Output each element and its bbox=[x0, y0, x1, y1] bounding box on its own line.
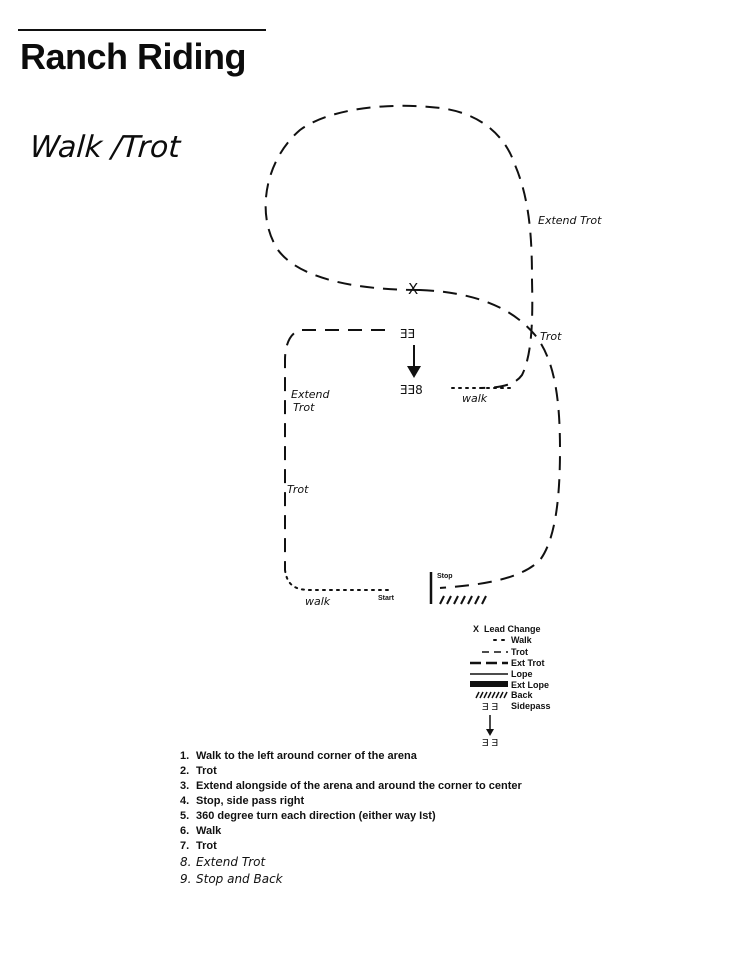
bottom-walk-path bbox=[284, 569, 393, 591]
step-item: 6.Walk bbox=[180, 825, 222, 837]
left-loop-path bbox=[284, 329, 385, 570]
step-item: 5.360 degree turn each direction (either… bbox=[180, 810, 436, 822]
page-title: Ranch Riding bbox=[20, 36, 247, 77]
pattern-steps-list: 1.Walk to the left around corner of the … bbox=[180, 750, 522, 889]
legend-sidepass-arrowhead bbox=[486, 729, 494, 736]
label-walk-center: walk bbox=[462, 392, 488, 405]
legend-label-ext-trot: Ext Trot bbox=[511, 658, 545, 668]
step-item-handwritten: 8.Extend Trot bbox=[180, 855, 266, 869]
label-trot-right: Trot bbox=[540, 330, 562, 343]
lead-change-mark: X bbox=[408, 280, 418, 298]
lower-right-path bbox=[419, 289, 562, 589]
step-item: 4.Stop, side pass right bbox=[180, 795, 305, 807]
svg-text:ƎƎ: ƎƎ bbox=[400, 327, 415, 341]
step-item-handwritten: 9.Stop and Back bbox=[180, 872, 283, 886]
legend: X Lead Change Walk Trot Ext Trot Lope Ex… bbox=[470, 624, 551, 749]
legend-label-lead-change: Lead Change bbox=[484, 624, 541, 634]
legend-ext-lope-symbol bbox=[470, 681, 508, 687]
upper-loop-path bbox=[264, 104, 534, 389]
sidepass-marks-bottom: ƎƎ8 bbox=[400, 383, 423, 397]
legend-sidepass-symbol-bottom: Ǝ Ǝ bbox=[482, 738, 498, 749]
legend-label-lope: Lope bbox=[511, 669, 533, 679]
svg-text:ƎƎ8: ƎƎ8 bbox=[400, 383, 423, 397]
sidepass-marks-top: ƎƎ bbox=[400, 327, 415, 341]
label-extend-left: Extend bbox=[291, 388, 331, 401]
step-item: 1.Walk to the left around corner of the … bbox=[180, 750, 417, 762]
legend-label-trot: Trot bbox=[511, 647, 528, 657]
legend-back-symbol bbox=[475, 691, 508, 699]
label-walk-bottom: walk bbox=[305, 595, 331, 608]
sidepass-arrowhead bbox=[407, 366, 421, 378]
label-extend-trot-right: Extend Trot bbox=[538, 214, 602, 227]
step-item: 3.Extend alongside of the arena and arou… bbox=[180, 780, 522, 792]
label-trot-left-under: Trot bbox=[293, 401, 315, 414]
legend-label-walk: Walk bbox=[511, 635, 533, 645]
step-item: 7.Trot bbox=[180, 840, 217, 852]
step-item: 2.Trot bbox=[180, 765, 217, 777]
back-hatch-marks bbox=[439, 595, 487, 605]
label-start: Start bbox=[378, 595, 395, 602]
legend-sidepass-symbol: Ǝ Ǝ bbox=[482, 702, 498, 713]
svg-text:X: X bbox=[473, 624, 479, 634]
legend-label-back: Back bbox=[511, 690, 534, 700]
label-stop: Stop bbox=[437, 573, 453, 580]
legend-label-sidepass: Sidepass bbox=[511, 701, 551, 711]
label-trot-left: Trot bbox=[287, 483, 309, 496]
legend-label-ext-lope: Ext Lope bbox=[511, 680, 549, 690]
header-rule bbox=[18, 29, 266, 31]
